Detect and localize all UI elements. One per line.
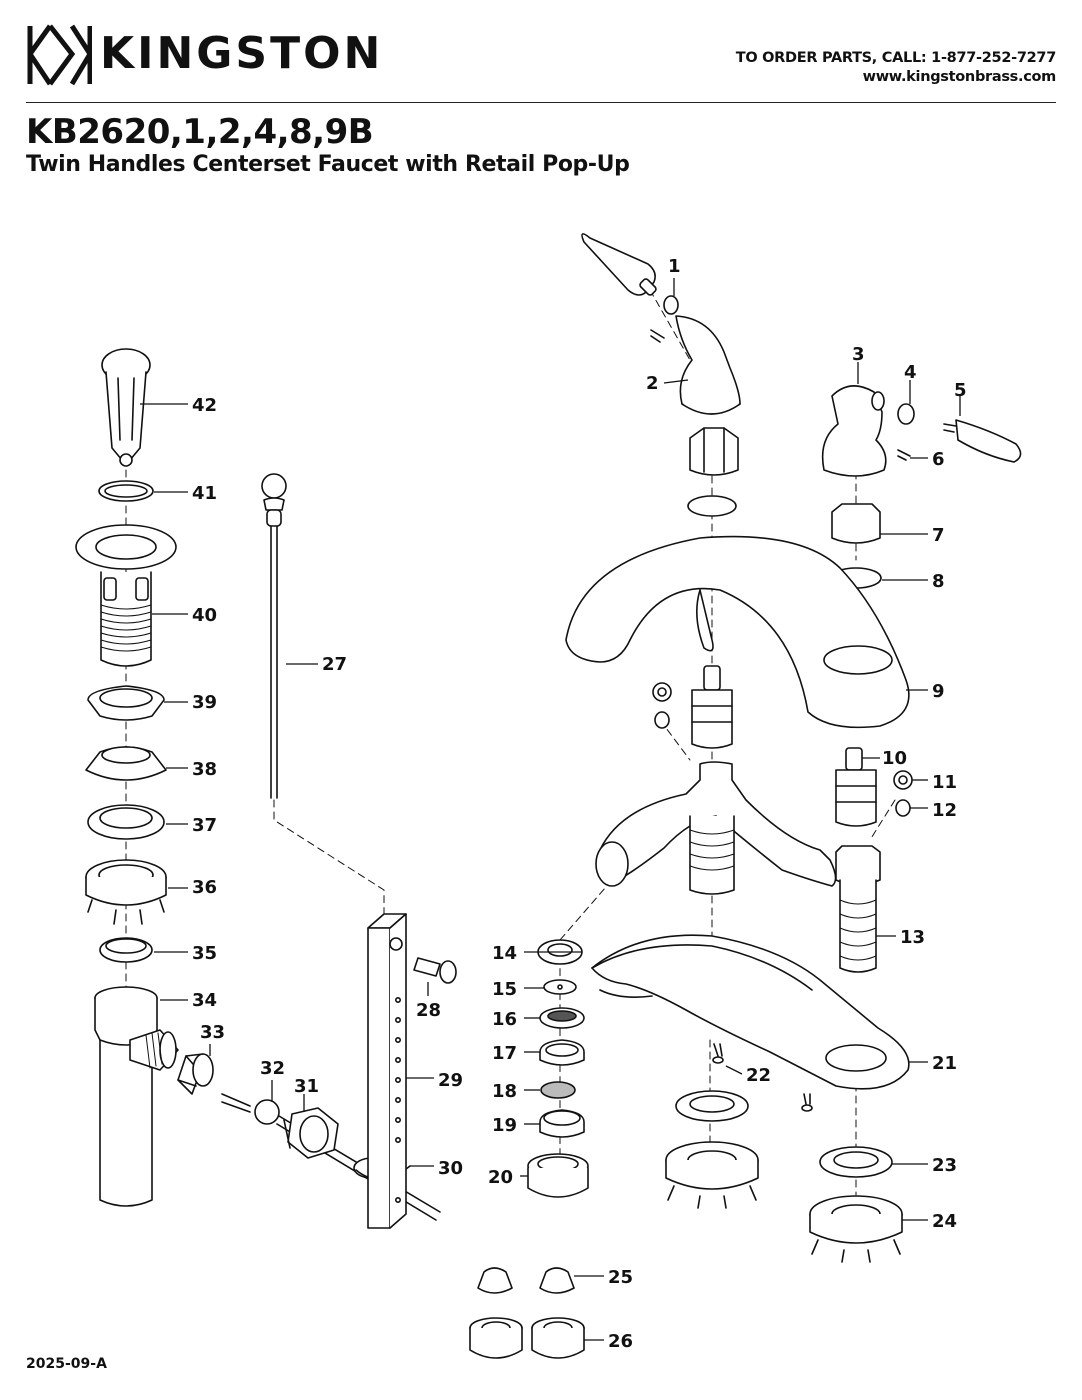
part-24-mounting-nut-right	[809, 1195, 903, 1263]
part-15-aerator-washer	[543, 979, 577, 995]
header-divider	[26, 102, 1056, 103]
part-39-gasket	[87, 685, 165, 721]
part-22-screws	[712, 1043, 813, 1112]
part-label: 41	[192, 483, 217, 504]
part-label: 20	[488, 1167, 513, 1188]
part-23-gasket-right	[819, 1146, 893, 1178]
model-number: KB2620,1,2,4,8,9B	[26, 112, 374, 152]
part-11-12-seat-spring	[893, 770, 913, 817]
part-37-washer	[87, 804, 165, 840]
part-25-ferrules	[477, 1267, 575, 1294]
part-28-thumb-screw	[413, 957, 457, 984]
part-label: 15	[492, 979, 517, 1000]
part-label: 36	[192, 877, 217, 898]
part-38-gasket	[85, 746, 167, 781]
part-41-washer	[98, 480, 154, 502]
part-label: 38	[192, 759, 217, 780]
part-42-stopper	[101, 348, 151, 467]
part-label: 4	[904, 362, 917, 383]
part-36-locknut	[85, 859, 167, 925]
part-label: 23	[932, 1155, 957, 1176]
order-info: TO ORDER PARTS, CALL: 1-877-252-7277 www…	[735, 49, 1057, 87]
part-17-aerator-ring	[539, 1039, 585, 1066]
order-phone: TO ORDER PARTS, CALL: 1-877-252-7277	[735, 50, 1057, 66]
part-label: 28	[416, 1000, 441, 1021]
part-label: 24	[932, 1211, 957, 1232]
part-23-gasket-left	[675, 1090, 749, 1122]
left-bonnet-nut	[687, 427, 739, 517]
handle-assembly-right	[821, 385, 1022, 589]
part-16-aerator-insert	[539, 1007, 585, 1029]
left-cartridge	[691, 665, 733, 749]
order-website[interactable]: www.kingstonbrass.com	[862, 69, 1057, 85]
part-label: 14	[492, 943, 517, 964]
left-seat-spring	[652, 682, 672, 729]
part-label: 32	[260, 1058, 285, 1079]
part-label: 19	[492, 1115, 517, 1136]
kingston-logo-mark-icon	[27, 24, 92, 86]
part-9-faucet-spout	[565, 535, 910, 729]
part-33-bushing	[177, 1053, 214, 1095]
handle-assembly-left	[581, 233, 741, 415]
part-label: 6	[932, 449, 945, 470]
part-label: 18	[492, 1081, 517, 1102]
part-label: 12	[932, 800, 957, 821]
part-label: 21	[932, 1053, 957, 1074]
part-label: 17	[492, 1043, 517, 1064]
part-18-aerator-screen	[540, 1081, 576, 1099]
part-21-deckplate	[591, 934, 910, 1090]
part-label: 9	[932, 681, 945, 702]
part-27-lift-rod	[261, 473, 287, 799]
part-label: 40	[192, 605, 217, 626]
part-label: 26	[608, 1331, 633, 1352]
part-label: 33	[200, 1022, 225, 1043]
part-number-labels: 1 2 3 4 5 6 7 8 9 10 11 12 13 14 15 16 1…	[192, 256, 967, 1352]
part-label: 16	[492, 1009, 517, 1030]
part-13-valve-body	[595, 761, 881, 973]
part-label: 8	[932, 571, 945, 592]
part-label: 7	[932, 525, 945, 546]
part-label: 1	[668, 256, 681, 277]
part-label: 29	[438, 1070, 463, 1091]
part-label: 2	[646, 373, 659, 394]
part-10-cartridge	[835, 747, 877, 827]
part-label: 30	[438, 1158, 463, 1179]
part-40-drain-body	[75, 524, 177, 667]
part-19-aerator-ring	[539, 1109, 585, 1138]
part-34-tailpiece	[94, 986, 179, 1207]
document-revision: 2025-09-A	[26, 1356, 107, 1372]
part-24-mounting-nut-left	[665, 1141, 759, 1209]
part-29-extension-strap	[367, 913, 407, 1229]
part-label: 10	[882, 748, 907, 769]
part-label: 37	[192, 815, 217, 836]
part-label: 5	[954, 380, 967, 401]
part-label: 3	[852, 344, 865, 365]
part-label: 27	[322, 654, 347, 675]
part-label: 39	[192, 692, 217, 713]
part-label: 13	[900, 927, 925, 948]
leader-lines	[140, 278, 961, 1341]
part-label: 25	[608, 1267, 633, 1288]
part-31-pivot-nut	[283, 1107, 339, 1159]
part-32-pivot-rod	[221, 1093, 441, 1221]
part-label: 35	[192, 943, 217, 964]
brand-name: KINGSTON	[100, 28, 384, 79]
product-title: Twin Handles Centerset Faucet with Retai…	[26, 152, 630, 177]
part-26-compression-nuts	[469, 1317, 585, 1359]
part-label: 31	[294, 1076, 319, 1097]
part-35-washer	[99, 937, 153, 963]
part-label: 11	[932, 772, 957, 793]
kingston-logo	[26, 24, 356, 86]
part-label: 34	[192, 990, 217, 1011]
part-20-aerator-housing	[527, 1153, 589, 1198]
part-label: 22	[746, 1065, 771, 1086]
part-label: 42	[192, 395, 217, 416]
